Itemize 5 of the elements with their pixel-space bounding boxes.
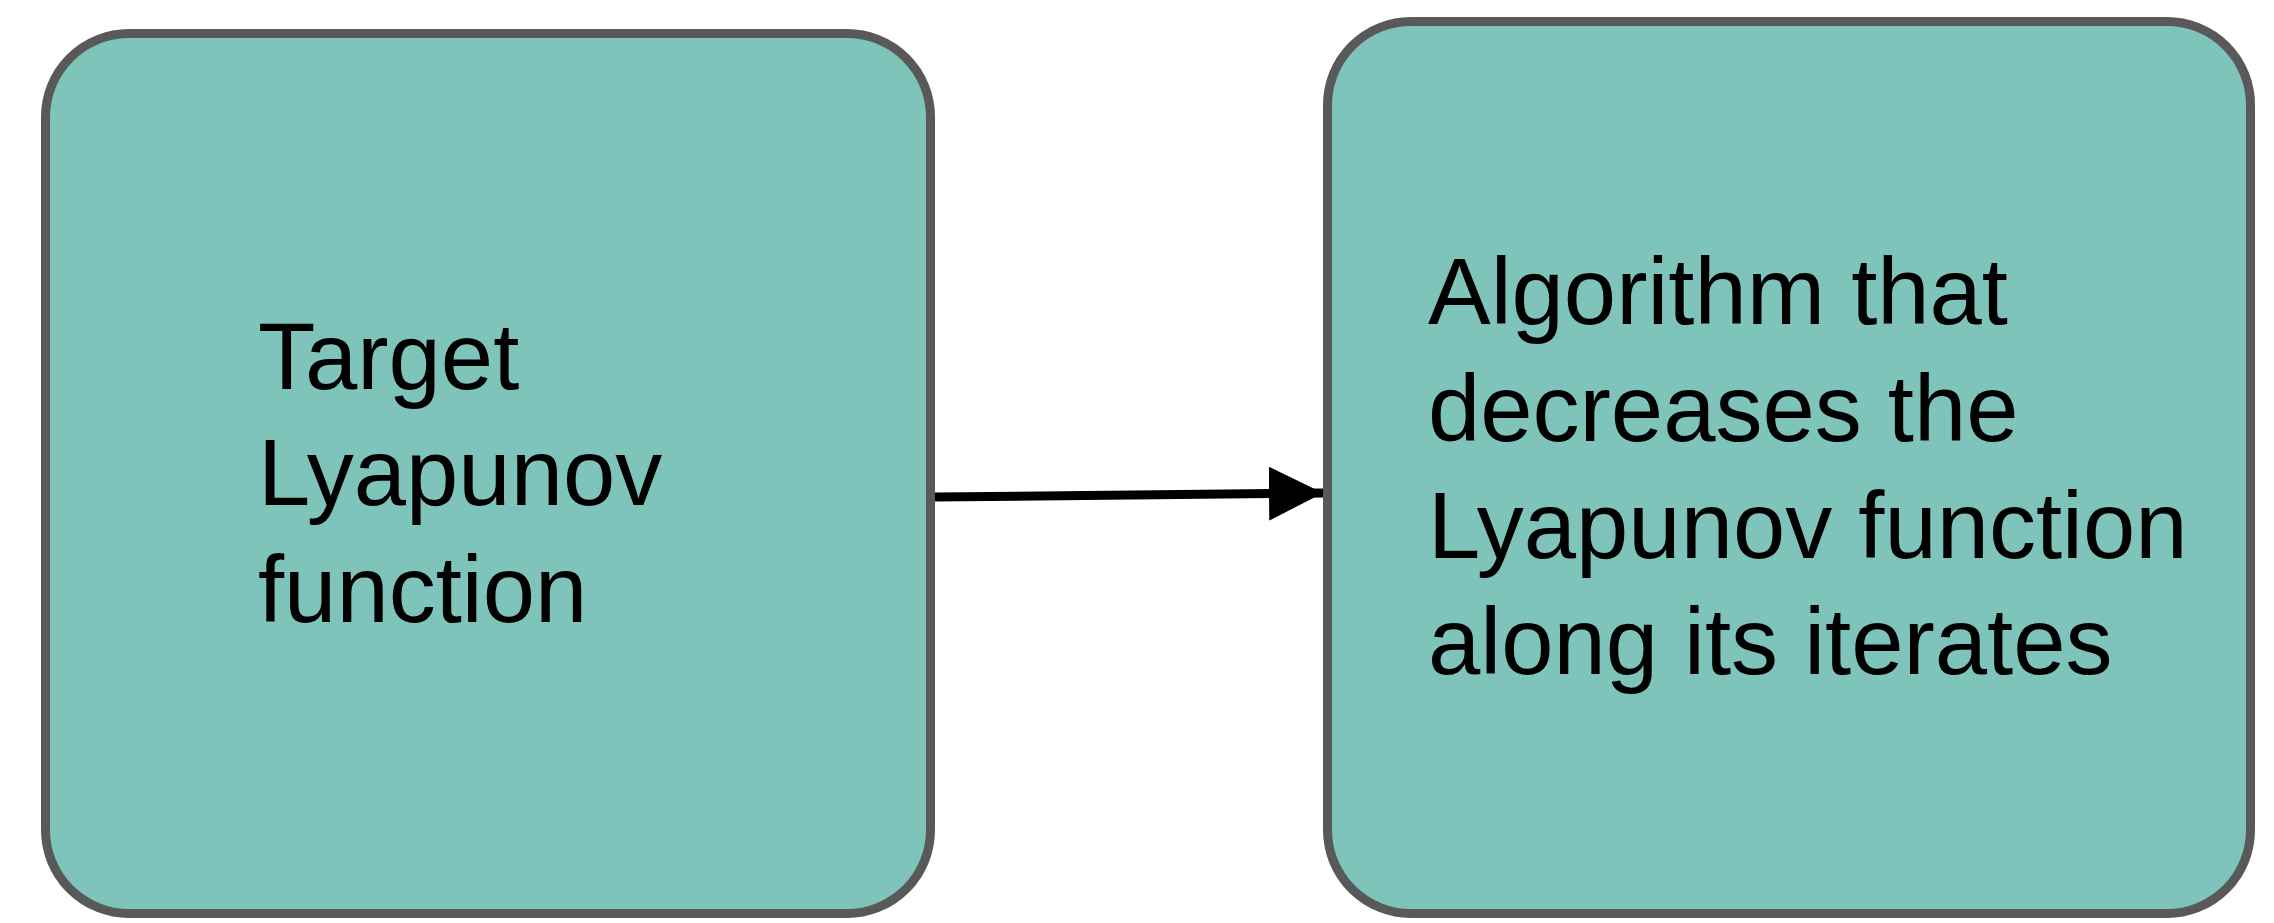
node-text: Target Lyapunov function <box>258 302 664 644</box>
arrow <box>934 466 1324 521</box>
process-box <box>41 29 935 918</box>
node-text: Algorithm that decreases the Lyapunov function along its iterates <box>1428 238 2189 697</box>
process-box <box>1323 17 2255 918</box>
